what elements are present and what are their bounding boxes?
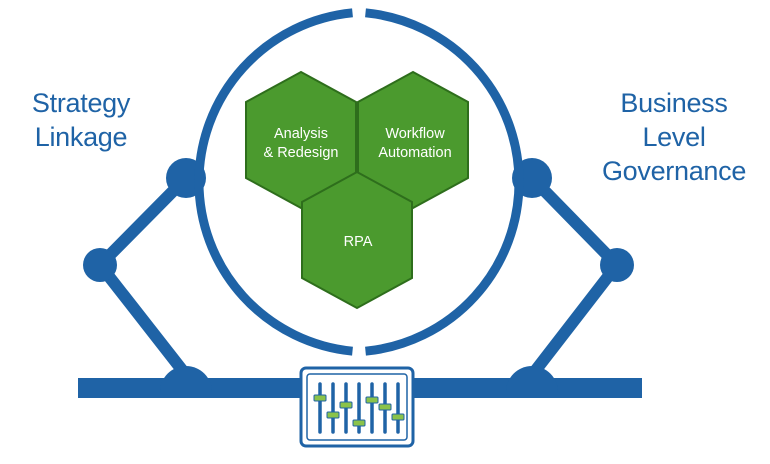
business-governance-label: Business Level Governance bbox=[590, 86, 758, 188]
mixer-sliders-icon bbox=[299, 366, 415, 448]
workflow-automation-line-1: Workflow bbox=[385, 126, 445, 142]
left-base-joint bbox=[160, 366, 212, 392]
business-governance-line-1: Business bbox=[620, 88, 728, 118]
analysis-redesign-line-2: & Redesign bbox=[263, 145, 339, 161]
left-arm-lower-segment bbox=[94, 259, 192, 381]
right-base-joint bbox=[506, 366, 558, 392]
mixer-slider-tracks bbox=[318, 382, 400, 434]
mixer-slider-knobs bbox=[313, 394, 405, 427]
right-arm-lower-segment bbox=[526, 259, 623, 381]
right-elbow-joint bbox=[600, 248, 634, 282]
strategy-linkage-line-2: Linkage bbox=[34, 122, 128, 152]
analysis-redesign-line-1: Analysis bbox=[274, 126, 328, 142]
strategy-linkage-line-1: Strategy bbox=[31, 88, 131, 118]
mixer-badge-inner-frame bbox=[306, 373, 408, 441]
left-elbow-joint bbox=[83, 248, 117, 282]
ring-right-arc bbox=[365, 8, 524, 356]
right-arm bbox=[512, 158, 634, 381]
business-governance-line-2: Level bbox=[642, 122, 706, 152]
left-arm-upper-segment bbox=[94, 172, 192, 271]
workflow-automation-label: Workflow Automation bbox=[360, 125, 470, 163]
workflow-automation-line-2: Automation bbox=[378, 145, 452, 161]
hexagon-rpa bbox=[301, 170, 413, 310]
rpa-label: RPA bbox=[303, 233, 413, 252]
mixer-badge-frame bbox=[299, 366, 415, 448]
rpa-line-1: RPA bbox=[343, 234, 373, 250]
strategy-linkage-label: Strategy Linkage bbox=[6, 86, 156, 154]
ring-left-arc bbox=[194, 8, 353, 356]
left-arm bbox=[83, 158, 206, 381]
right-arm-upper-segment bbox=[526, 172, 623, 271]
analysis-redesign-label: Analysis & Redesign bbox=[246, 125, 356, 163]
business-governance-line-3: Governance bbox=[601, 156, 747, 186]
